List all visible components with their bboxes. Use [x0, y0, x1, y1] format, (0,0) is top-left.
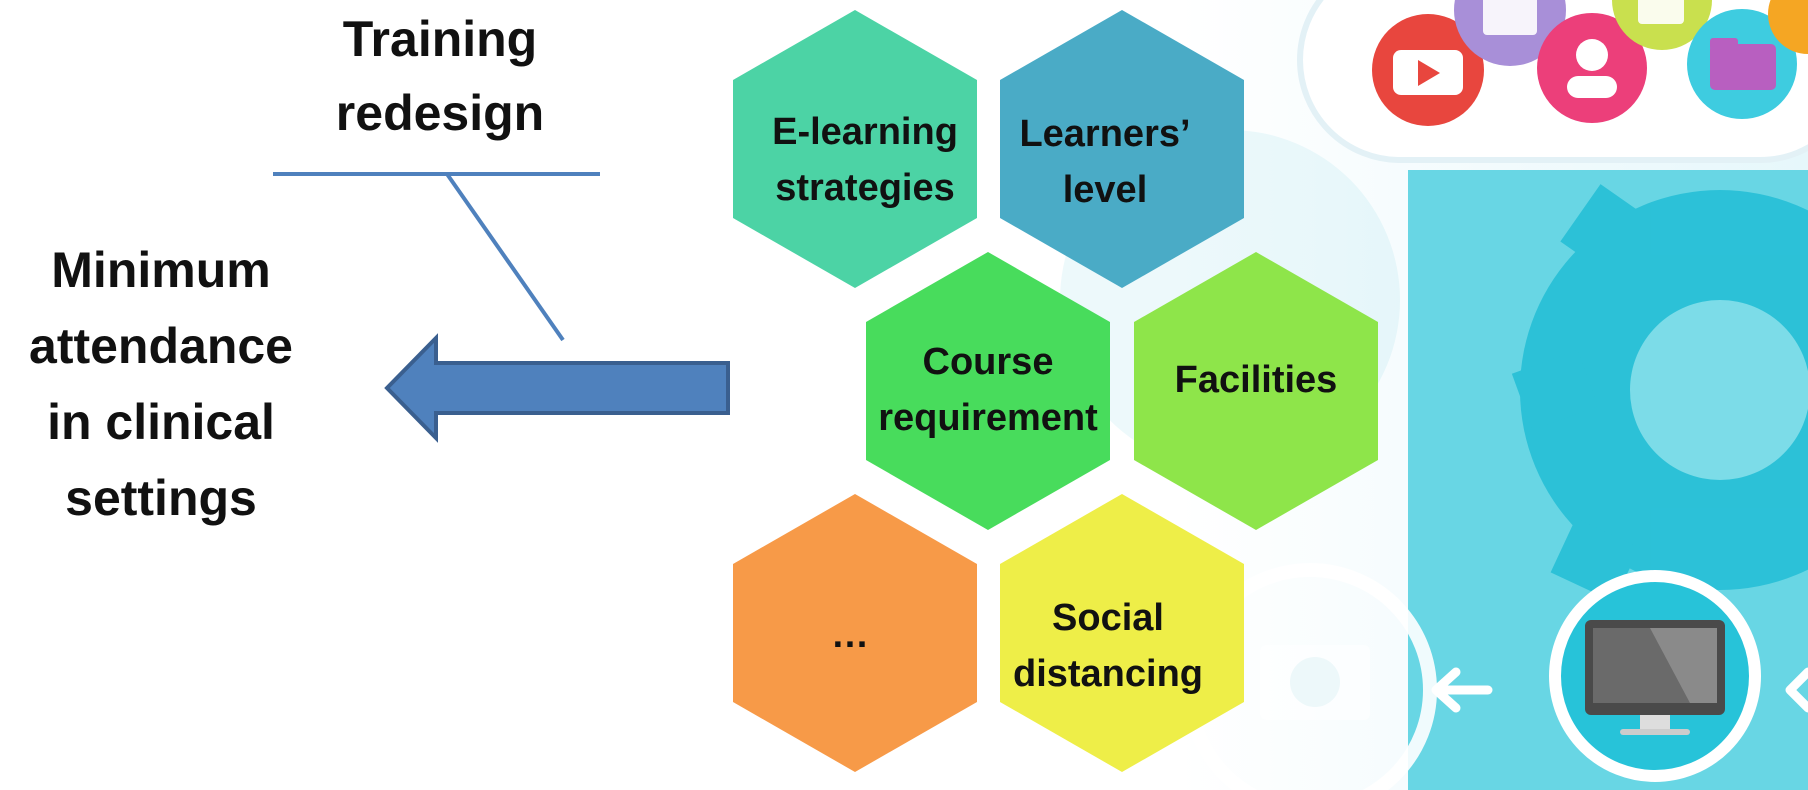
title-minimum-attendance: Minimum attendance in clinical settings [29, 242, 293, 526]
image-app-icon [1454, 0, 1566, 66]
hexagon-label-facilities: Facilities [1174, 359, 1338, 401]
connector-line [445, 172, 565, 342]
hexagon-e-learning [733, 10, 977, 288]
hexagon-label-social-distancing: Social distancing [1012, 597, 1204, 695]
hexagon-label-learners-level: Learners’ level [1019, 113, 1191, 211]
title-training-redesign: Training redesign [335, 11, 545, 141]
hexagon-label-course-requirement: Course requirement [878, 341, 1098, 439]
hexagon-facilities [1134, 252, 1378, 530]
hexagon-learners-level [1000, 10, 1244, 288]
hexagon-ellipsis [733, 494, 977, 772]
left-arrow-icon [1431, 667, 1493, 713]
video-app-icon [1372, 14, 1484, 126]
folder-app-icon [1687, 9, 1797, 119]
document-app-icon [1612, 0, 1712, 50]
gear-icon [1511, 184, 1808, 602]
monitor-icon [1549, 570, 1761, 782]
hexagon-course-requirement [866, 252, 1110, 530]
hexagon-label-e-learning: E-learning strategies [772, 111, 958, 209]
orange-app-icon [1768, 0, 1808, 54]
right-edge-arrow-icon [1785, 667, 1808, 713]
hexagon-social-distancing [1000, 494, 1244, 772]
left-block-arrow [384, 333, 730, 443]
user-app-icon [1537, 13, 1647, 123]
hexagon-label-ellipsis: … [831, 614, 869, 656]
